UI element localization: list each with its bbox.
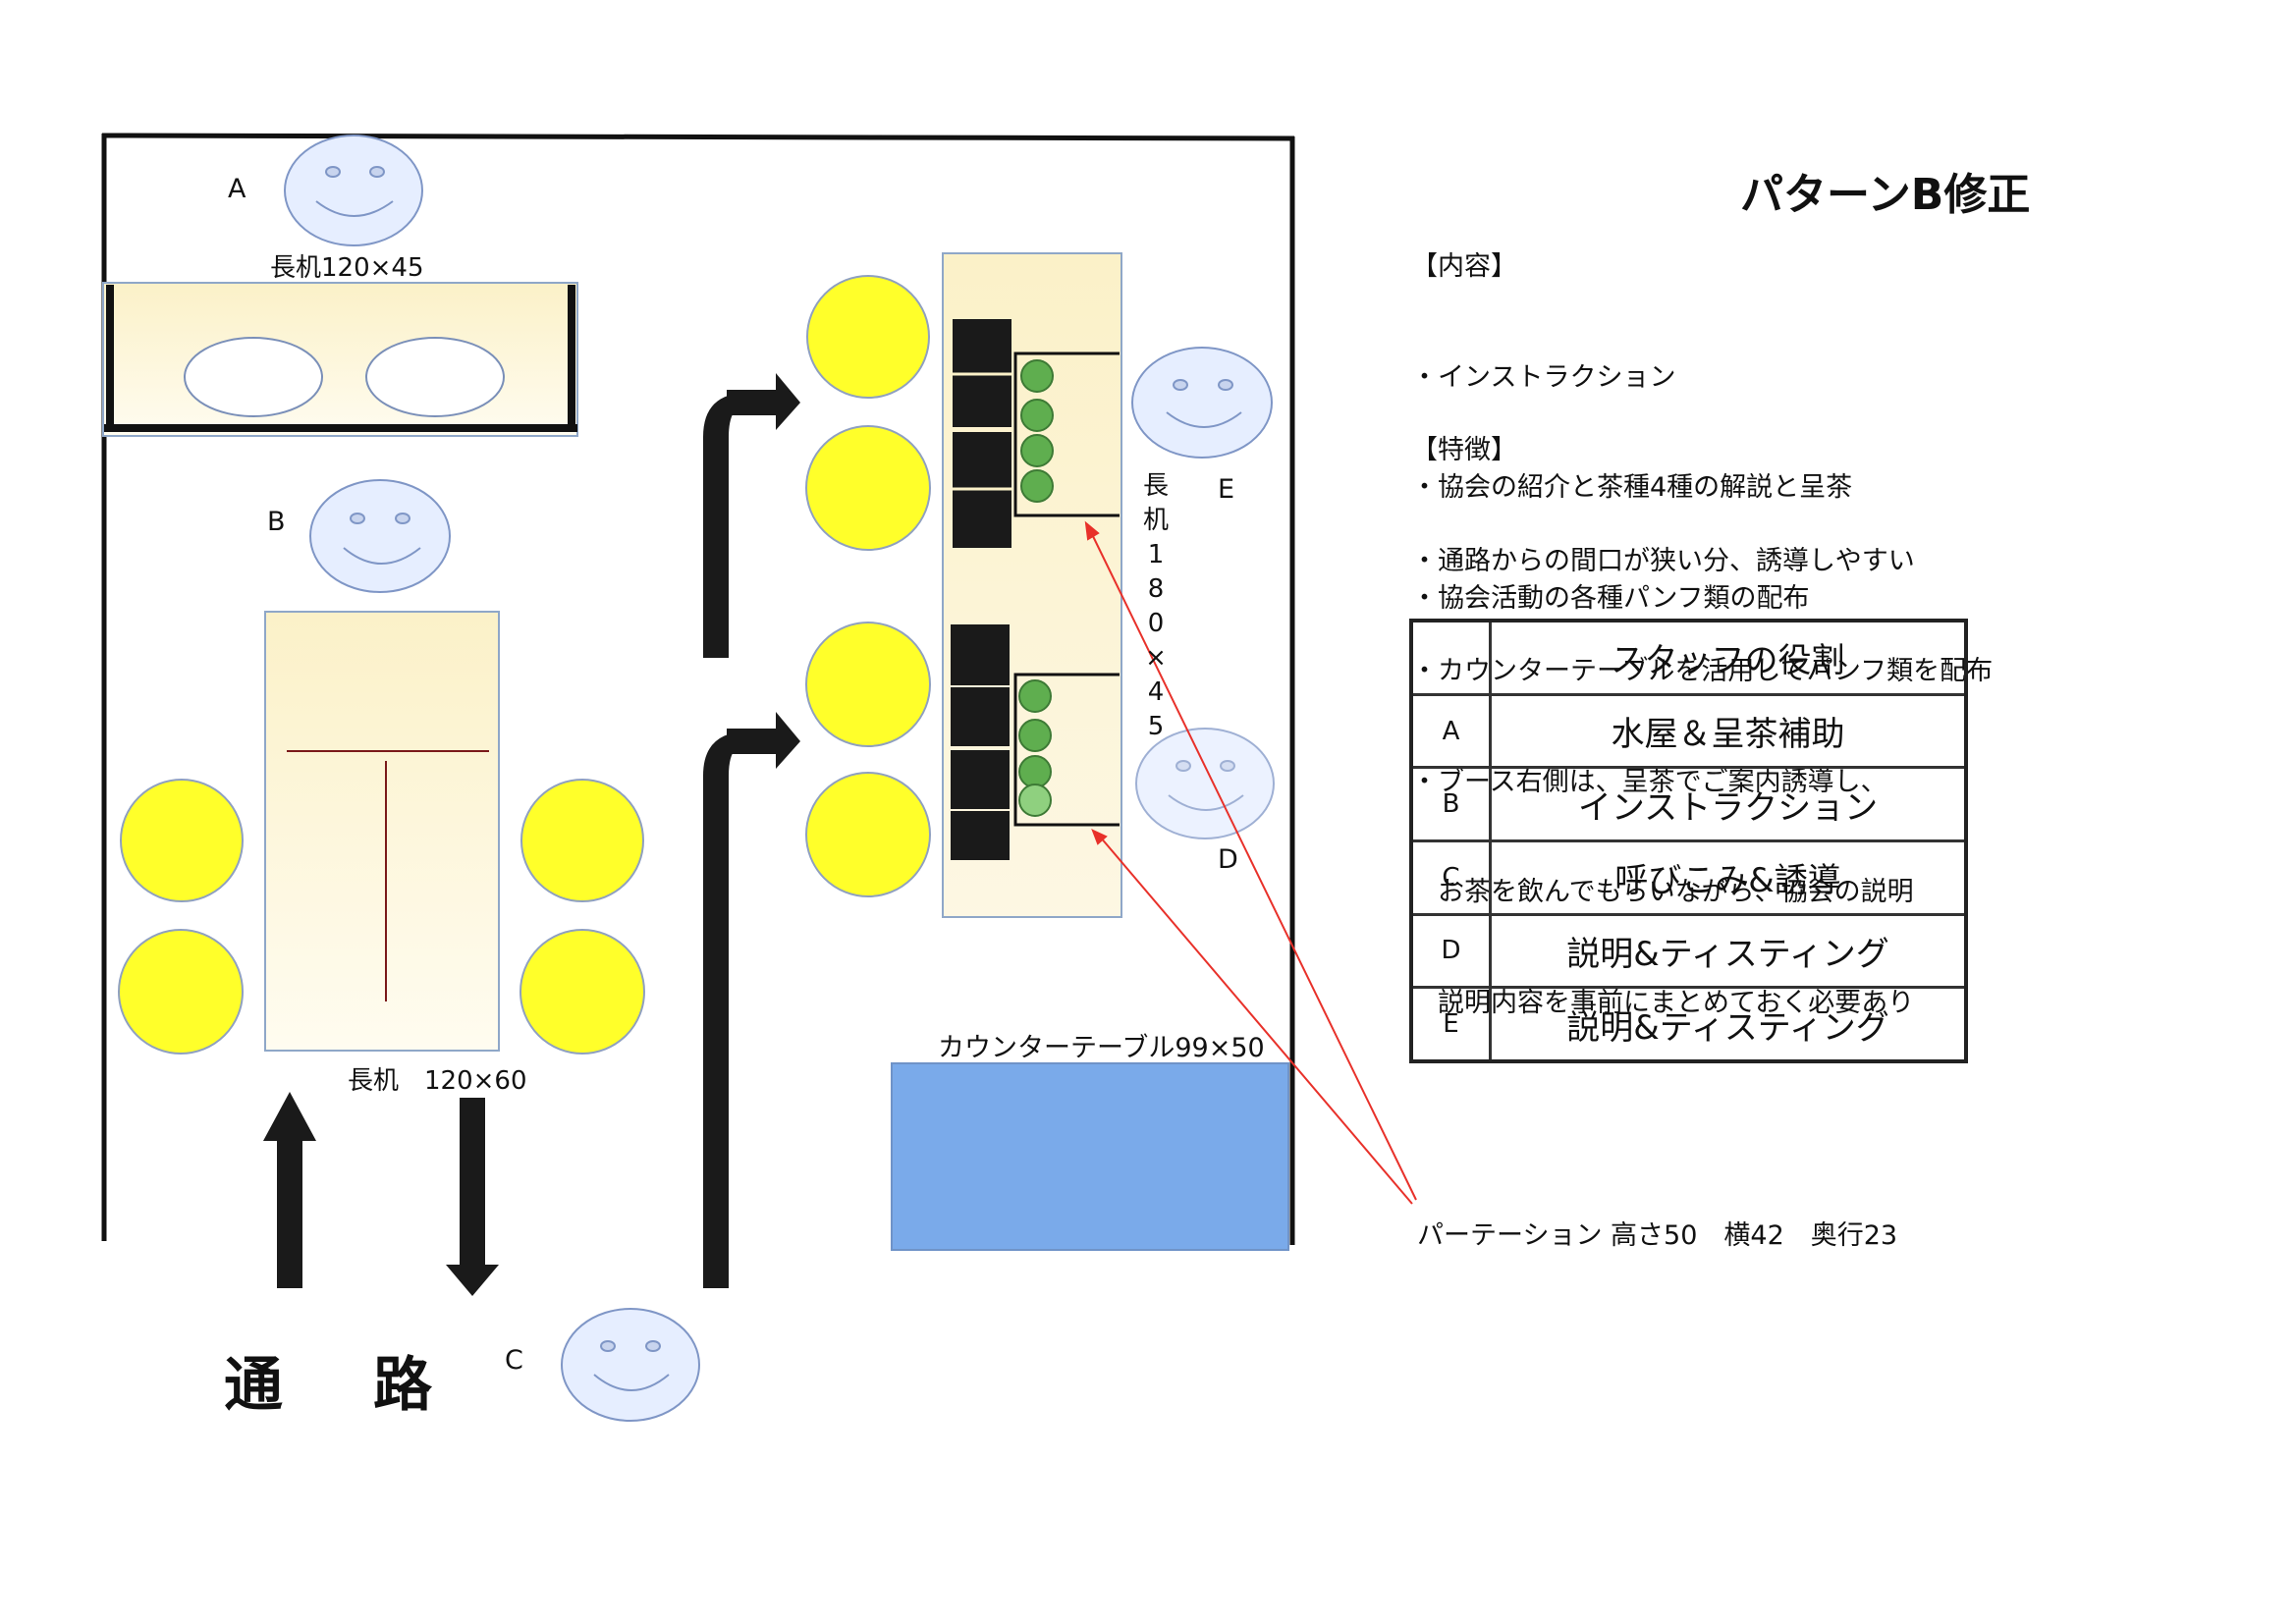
table-row: E 説明&ティスティング (1409, 986, 1968, 1063)
person-e-label: E (1218, 474, 1235, 505)
staff-role: インストラクション (1489, 766, 1968, 842)
aisle-label: 通 路 (224, 1351, 448, 1420)
tea-cup (1020, 469, 1054, 503)
chair (805, 772, 931, 897)
person-b-label: B (267, 507, 286, 537)
tea-cup (1018, 755, 1052, 788)
content-header: 【内容】 (1411, 251, 1517, 282)
person-c-label: C (505, 1345, 523, 1376)
staff-roles-table: スタッフの役割 A 水屋＆呈茶補助 B インストラクション C 呼びこみ&誘導 … (1409, 619, 1968, 1063)
staff-role: 水屋＆呈茶補助 (1489, 692, 1968, 770)
content-item: ・インストラクション (1411, 361, 1676, 393)
features-header: 【特徴】 (1411, 435, 1517, 465)
pamphlet-dividers (953, 372, 1011, 491)
chair (118, 929, 244, 1055)
partition-label: パーテーション 高さ50 横42 奥行23 (1417, 1220, 1898, 1251)
staff-key: C (1409, 839, 1492, 916)
face-c-icon (561, 1308, 700, 1422)
person-a-label: A (228, 174, 246, 204)
table-row: A 水屋＆呈茶補助 (1409, 692, 1968, 770)
chair (519, 929, 645, 1055)
chair (120, 779, 244, 902)
plate (184, 337, 323, 417)
chair (805, 425, 931, 551)
desk-a-label: 長机120×45 (270, 253, 424, 283)
tea-cup (1020, 399, 1054, 432)
staff-role: 説明&ティスティング (1489, 986, 1968, 1063)
table-row: B インストラクション (1409, 766, 1968, 842)
flow-arrows (263, 373, 800, 1296)
staff-key: D (1409, 912, 1492, 990)
staff-faces (284, 135, 1275, 1422)
table-header-row: スタッフの役割 (1409, 619, 1968, 696)
arrow-bent-lower-icon (703, 712, 800, 1288)
staff-role: 呼びこみ&誘導 (1489, 839, 1968, 916)
arrow-bent-upper-icon (703, 373, 800, 658)
desk-a (102, 282, 578, 437)
arrow-down-icon (446, 1098, 499, 1296)
person-d-label: D (1218, 844, 1238, 875)
content-item: ・協会活動の各種パンフ類の配布 (1411, 582, 1810, 614)
chair (805, 622, 931, 747)
chair (520, 779, 644, 902)
pamphlets-upper (953, 319, 1011, 548)
chair (806, 275, 930, 399)
staff-key: A (1409, 692, 1492, 770)
partitions (1013, 352, 1120, 827)
tea-cup (1018, 679, 1052, 713)
staff-role: 説明&ティスティング (1489, 912, 1968, 990)
partition-pointers (1084, 520, 1417, 1205)
staff-key: E (1409, 986, 1492, 1063)
face-b-icon (309, 479, 451, 593)
content-item: ・協会の紹介と茶種4種の解説と呈茶 (1411, 472, 1853, 503)
face-d-icon (1135, 728, 1275, 839)
counter-label: カウンターテーブル99×50 (938, 1033, 1265, 1063)
pamphlets-lower (951, 624, 1010, 860)
desk-b-label: 長机 120×60 (348, 1066, 527, 1096)
features-item: ・通路からの間口が狭い分、誘導しやすい (1411, 545, 1915, 576)
staff-key: B (1409, 766, 1492, 842)
face-e-icon (1131, 347, 1273, 459)
table-row: C 呼びこみ&誘導 (1409, 839, 1968, 916)
desk-b (264, 611, 500, 1052)
page-title: パターンB修正 (1740, 170, 2031, 220)
tea-cup (1020, 434, 1054, 467)
plate (365, 337, 505, 417)
face-a-icon (284, 135, 423, 246)
tea-cups (1018, 359, 1054, 817)
table-row: D 説明&ティスティング (1409, 912, 1968, 990)
staff-table-header: スタッフの役割 (1489, 619, 1968, 696)
arrow-up-icon (263, 1092, 316, 1288)
tea-cup (1020, 359, 1054, 393)
chairs-desk-b (118, 779, 645, 1055)
tea-cup (1018, 719, 1052, 752)
content-section: 【内容】 ・インストラクション ・協会の紹介と茶種4種の解説と呈茶 ・協会活動の… (1411, 175, 1852, 654)
chairs-desk-right (805, 275, 931, 897)
tea-cup (1018, 784, 1052, 817)
counter-table (891, 1062, 1289, 1251)
